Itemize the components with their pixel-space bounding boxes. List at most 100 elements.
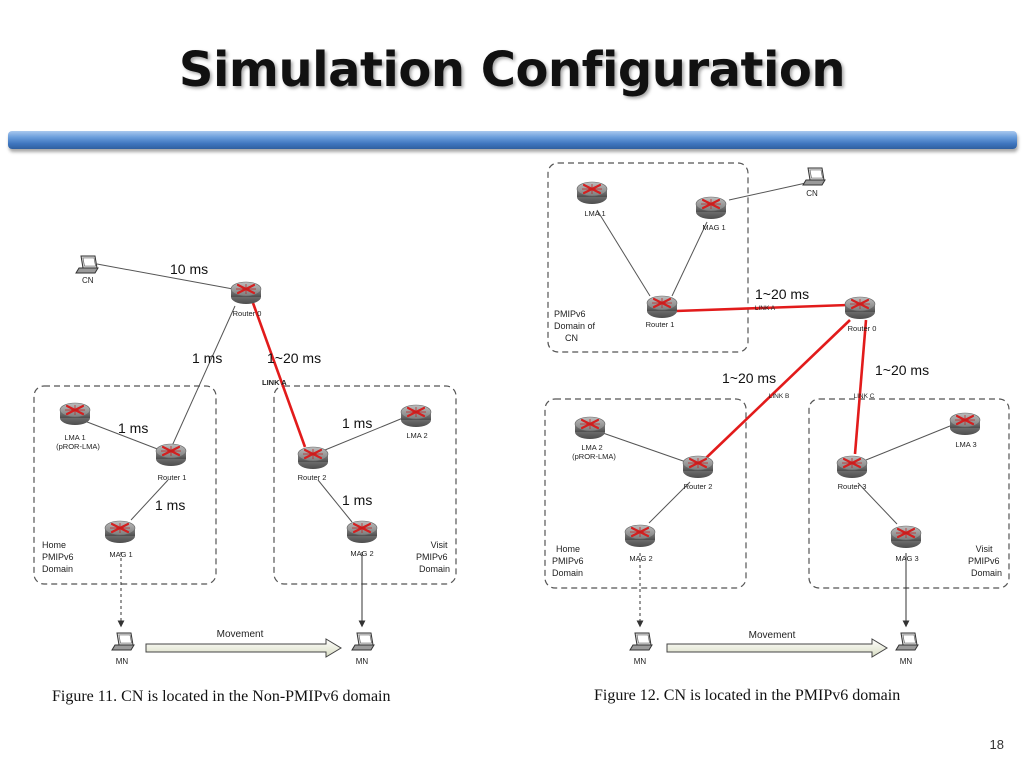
fig12-delay-link-b: 1~20 ms — [722, 370, 776, 386]
fig12-router2-icon — [681, 454, 715, 480]
fig11-cn-label: CN — [82, 276, 94, 285]
figure-12: Movement LMA 1 MAG 1 CN Router 1 Router … — [544, 162, 1010, 704]
fig12-mn-visit-laptop-icon — [895, 632, 919, 651]
fig12-mag1-icon — [694, 195, 728, 221]
fig12-mn-home-label: MN — [634, 657, 647, 666]
fig11-router2-label: Router 2 — [298, 473, 327, 482]
fig12-link-c-red — [853, 319, 868, 455]
fig12-link-lma3-router3 — [865, 425, 951, 461]
fig12-lma2-sublabel: (pROR-LMA) — [572, 452, 616, 461]
fig11-delay-lma2-router2: 1 ms — [342, 415, 372, 431]
fig12-link-lma2-router2 — [599, 431, 687, 463]
fig12-mn-home-laptop-icon — [629, 632, 653, 651]
fig12-cn-domain-box — [547, 162, 749, 353]
fig12-cn-domain-label: PMIPv6 Domain of CN — [554, 309, 598, 343]
fig11-link-router0-router1 — [171, 305, 236, 447]
fig12-link-lma1-router1 — [596, 209, 651, 297]
fig11-movement-label: Movement — [217, 629, 264, 640]
fig12-router0-label: Router 0 — [848, 324, 877, 333]
fig12-visit-domain-label: Visit PMIPv6 Domain — [968, 544, 1002, 578]
fig11-delay-cn-router0: 10 ms — [170, 261, 208, 277]
fig11-delay-lma1-router1: 1 ms — [118, 420, 148, 436]
figure-11: Movement CN Router 0 LMA 1 (pROR-LMA) Ro… — [33, 255, 457, 705]
fig12-mag2-label: MAG 2 — [629, 554, 652, 563]
page-title: Simulation Configuration — [178, 42, 846, 98]
fig11-visit-domain-box — [273, 385, 457, 585]
fig11-lma1-icon — [58, 401, 92, 427]
fig12-link-mag1-cn — [728, 182, 807, 201]
fig12-movement-label: Movement — [749, 630, 796, 641]
fig11-cn-laptop-icon — [75, 255, 99, 274]
fig11-link-lma2-router2 — [324, 417, 404, 451]
fig12-delay-link-c: 1~20 ms — [875, 362, 929, 378]
fig12-link-b-red — [705, 319, 851, 459]
fig11-link-a-red — [251, 302, 307, 448]
fig11-link-lma1-router1 — [81, 419, 161, 451]
fig11-link-router2-mag2 — [317, 479, 353, 523]
fig11-delay-router2-mag2: 1 ms — [342, 492, 372, 508]
fig11-router0-icon — [229, 280, 263, 306]
slide-number: 18 — [989, 737, 1004, 752]
fig12-home-domain-label: Home PMIPv6 Domain — [552, 544, 586, 578]
fig12-lma3-icon — [948, 411, 982, 437]
fig12-lma1-icon — [575, 180, 609, 206]
fig12-router0-icon — [843, 295, 877, 321]
fig12-movement-arrow — [666, 638, 888, 658]
fig12-caption: Figure 12. CN is located in the PMIPv6 d… — [594, 687, 900, 704]
fig11-home-domain-label: Home PMIPv6 Domain — [42, 540, 76, 574]
fig12-link-a-label: LINK A — [755, 305, 776, 312]
fig12-delay-link-a: 1~20 ms — [755, 286, 809, 302]
fig11-router2-icon — [296, 445, 330, 471]
fig11-mn-visit-laptop-icon — [351, 632, 375, 651]
fig12-link-mag1-router1 — [671, 221, 708, 297]
fig11-mn-home-laptop-icon — [111, 632, 135, 651]
fig11-lma2-label: LMA 2 — [406, 431, 427, 440]
fig12-mag1-label: MAG 1 — [702, 223, 725, 232]
fig12-link-b-label: LINK B — [769, 393, 790, 400]
fig12-router1-icon — [645, 294, 679, 320]
fig11-lma2-icon — [399, 403, 433, 429]
fig11-movement-arrow — [145, 638, 342, 658]
title-divider-bar — [8, 131, 1017, 149]
fig12-link-router2-mag2 — [648, 481, 691, 524]
fig11-link-router1-mag1 — [130, 479, 169, 521]
fig12-mag2-icon — [623, 523, 657, 549]
fig12-lma1-label: LMA 1 — [584, 209, 605, 218]
fig11-delay-router0-router1: 1 ms — [192, 350, 222, 366]
fig12-mag3-icon — [889, 524, 923, 550]
fig12-link-router3-mag3 — [857, 482, 898, 525]
fig12-lma2-label: LMA 2 — [581, 443, 602, 452]
fig11-mag1-label: MAG 1 — [109, 550, 132, 559]
fig12-router3-icon — [835, 454, 869, 480]
fig12-mn-visit-label: MN — [900, 657, 913, 666]
fig12-cn-label: CN — [806, 189, 818, 198]
fig11-caption: Figure 11. CN is located in the Non-PMIP… — [52, 688, 391, 705]
fig12-visit-domain-box — [808, 398, 1010, 589]
fig11-mag1-icon — [103, 519, 137, 545]
fig11-mn-home-label: MN — [116, 657, 129, 666]
fig11-delay-link-a: 1~20 ms — [267, 350, 321, 366]
fig11-link-a-label: LINK A — [262, 378, 287, 387]
fig11-delay-router1-mag1: 1 ms — [155, 497, 185, 513]
fig11-mag2-label: MAG 2 — [350, 549, 373, 558]
fig12-router1-label: Router 1 — [646, 320, 675, 329]
fig12-lma2-icon — [573, 415, 607, 441]
fig12-cn-laptop-icon — [802, 167, 826, 186]
fig11-home-domain-box — [33, 385, 217, 585]
fig11-mn-visit-label: MN — [356, 657, 369, 666]
fig11-lma1-label: LMA 1 — [64, 433, 85, 442]
fig11-mag2-icon — [345, 519, 379, 545]
fig12-home-domain-box — [544, 398, 747, 589]
fig11-router1-label: Router 1 — [158, 473, 187, 482]
fig12-link-c-label: LINK C — [854, 393, 875, 400]
fig12-router3-label: Router 3 — [838, 482, 867, 491]
fig11-visit-domain-label: Visit PMIPv6 Domain — [416, 540, 450, 574]
fig12-link-a-red — [675, 303, 849, 313]
fig12-mag3-label: MAG 3 — [895, 554, 918, 563]
fig11-link-cn-router0 — [96, 263, 234, 290]
fig11-router1-icon — [154, 442, 188, 468]
fig12-router2-label: Router 2 — [684, 482, 713, 491]
fig12-lma3-label: LMA 3 — [955, 440, 976, 449]
fig11-lma1-sublabel: (pROR-LMA) — [56, 442, 100, 451]
